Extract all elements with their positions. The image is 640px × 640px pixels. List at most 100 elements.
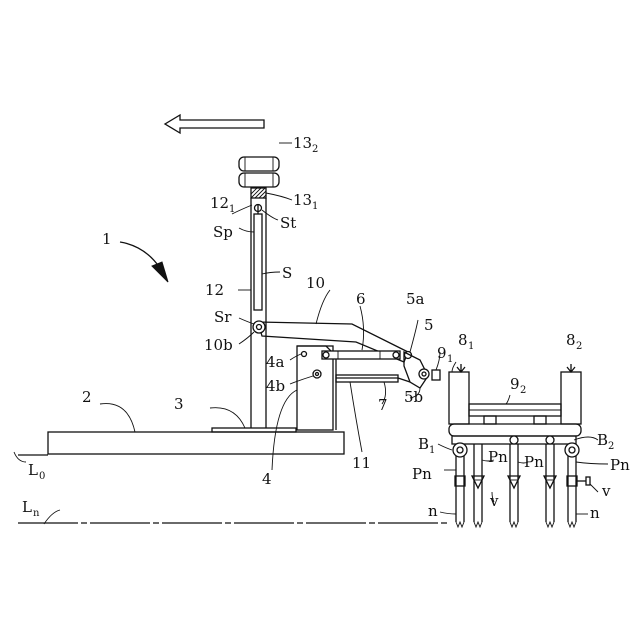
upright-8-2: [561, 372, 581, 424]
label-12: 12: [205, 281, 224, 299]
label-st: St: [280, 214, 296, 232]
label-10: 10: [306, 274, 325, 292]
svg-text:1: 1: [312, 201, 318, 212]
column-base: [210, 408, 296, 432]
svg-text:v: v: [601, 482, 611, 500]
svg-text:n: n: [590, 504, 600, 522]
label-4: 4: [262, 470, 272, 488]
label-5a: 5a: [406, 290, 425, 308]
label-s: S: [282, 264, 292, 282]
label-7: 7: [378, 396, 388, 414]
svg-text:S: S: [282, 264, 292, 282]
label-11: 11: [352, 454, 371, 472]
label-2: 2: [82, 388, 92, 406]
label-pn-2: Pn: [524, 453, 544, 471]
top-roller-13-2: [239, 157, 279, 171]
svg-text:2: 2: [576, 341, 582, 352]
label-sr: Sr: [214, 308, 232, 326]
svg-text:2: 2: [520, 385, 526, 396]
svg-text:Pn: Pn: [524, 453, 544, 471]
svg-text:St: St: [280, 214, 296, 232]
svg-text:12: 12: [210, 194, 229, 212]
label-n-2: n: [590, 504, 600, 522]
label-5b: 5b: [404, 388, 423, 406]
direction-arrow: [165, 115, 264, 133]
label-8-2: 82: [566, 331, 582, 352]
label-sp: Sp: [213, 223, 233, 241]
svg-text:12: 12: [205, 281, 224, 299]
svg-text:11: 11: [352, 454, 371, 472]
nozzle-column-4: [544, 436, 556, 527]
label-3: 3: [174, 395, 184, 413]
vertical-column: [251, 198, 266, 428]
svg-text:2: 2: [312, 144, 318, 155]
svg-text:8: 8: [566, 331, 576, 349]
svg-text:B: B: [418, 435, 429, 453]
svg-text:B: B: [597, 431, 608, 449]
svg-text:9: 9: [437, 344, 447, 362]
svg-text:4: 4: [262, 470, 272, 488]
svg-text:Sp: Sp: [213, 223, 233, 241]
svg-text:5b: 5b: [404, 388, 423, 406]
svg-text:13: 13: [293, 191, 312, 209]
svg-text:n: n: [428, 502, 438, 520]
svg-text:v: v: [489, 492, 499, 510]
label-13-1: 131: [293, 191, 318, 212]
svg-text:Pn: Pn: [610, 456, 630, 474]
label-6: 6: [356, 290, 366, 308]
svg-text:6: 6: [356, 290, 366, 308]
floor-line-ln: [18, 510, 448, 524]
svg-text:8: 8: [458, 331, 468, 349]
label-ln: Ln: [22, 498, 40, 519]
svg-text:2: 2: [82, 388, 92, 406]
svg-text:5: 5: [424, 316, 434, 334]
svg-text:L: L: [22, 498, 32, 516]
svg-text:1: 1: [429, 445, 435, 456]
label-b2: B2: [597, 431, 614, 452]
svg-text:Pn: Pn: [488, 448, 508, 466]
svg-text:Sr: Sr: [214, 308, 232, 326]
label-1: 1: [102, 230, 112, 248]
label-10b: 10b: [204, 336, 233, 354]
top-roller-13-1: [239, 173, 279, 187]
label-13-2: 132: [293, 134, 318, 155]
svg-text:1: 1: [468, 341, 474, 352]
svg-text:1: 1: [102, 230, 112, 248]
svg-text:n: n: [33, 508, 40, 519]
label-n-1: n: [428, 502, 438, 520]
svg-text:1: 1: [229, 204, 235, 215]
hatched-block-12-1: [251, 188, 266, 198]
svg-text:0: 0: [39, 471, 45, 482]
label-12-1: 121: [210, 194, 235, 215]
svg-text:L: L: [28, 461, 38, 479]
nozzle-column-5: [567, 456, 590, 527]
svg-text:7: 7: [378, 396, 388, 414]
svg-text:Pn: Pn: [412, 465, 432, 483]
upright-8-1: [449, 372, 469, 424]
label-5: 5: [424, 316, 434, 334]
svg-text:9: 9: [510, 375, 520, 393]
label-v-2: v: [601, 482, 611, 500]
label-l0: L0: [28, 461, 45, 482]
arm-7: [336, 375, 398, 452]
base-plate: [48, 404, 344, 454]
nozzle-column-2: [472, 444, 484, 527]
markers-8: [457, 364, 575, 372]
cylinder-6: [322, 306, 412, 359]
nozzle-column-3: [508, 436, 520, 527]
svg-text:2: 2: [608, 441, 614, 452]
label-pn-3: Pn: [610, 456, 630, 474]
label-v-1: v: [489, 492, 499, 510]
label-pn-4: Pn: [412, 465, 432, 483]
svg-text:4b: 4b: [266, 377, 285, 395]
svg-text:1: 1: [447, 354, 453, 365]
label-9-2: 92: [510, 375, 526, 396]
assembly-arrow-1: [120, 242, 168, 282]
label-9-1: 91: [437, 344, 453, 365]
label-pn-1: Pn: [488, 448, 508, 466]
svg-text:10b: 10b: [204, 336, 233, 354]
nozzle-column-1: [455, 456, 465, 527]
link-5: [398, 320, 440, 398]
